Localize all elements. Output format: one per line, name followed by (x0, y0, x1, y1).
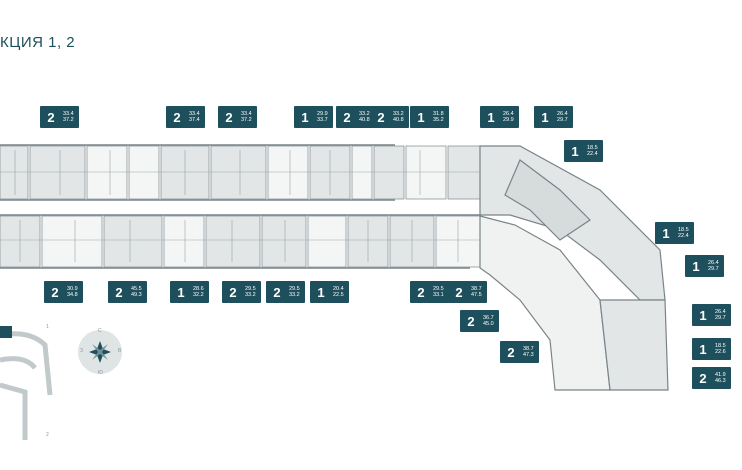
compass-south: Ю (98, 370, 104, 376)
partitions (0, 150, 480, 262)
minimap (0, 326, 53, 440)
compass-north: С (98, 328, 102, 334)
compass-west: З (80, 348, 84, 354)
minimap-label-1: 1 (46, 324, 49, 330)
minimap-label-2: 2 (46, 432, 49, 438)
bottom-units (0, 215, 481, 268)
curved-wing (479, 145, 669, 391)
compass-east: В (118, 348, 122, 354)
straight-wing (0, 144, 480, 269)
section-title: КЦИЯ 1, 2 (0, 34, 76, 51)
compass (78, 330, 122, 374)
